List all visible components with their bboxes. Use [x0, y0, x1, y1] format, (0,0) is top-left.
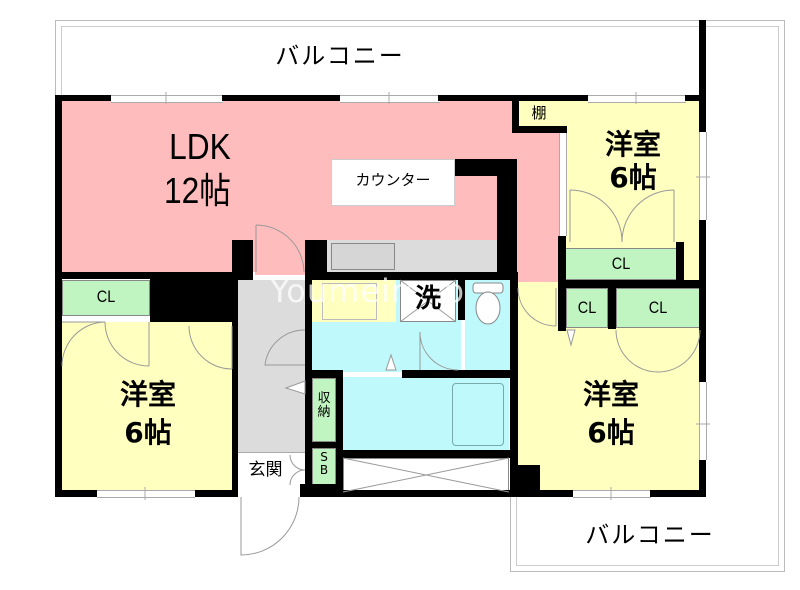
wall [685, 95, 705, 101]
wall [311, 370, 341, 378]
western-bottom-right-name: 洋室 [582, 378, 639, 411]
counter-box [331, 159, 455, 206]
watermark: Youmeimap [270, 272, 465, 310]
wall [558, 280, 705, 288]
entrance-label: 玄関 [248, 460, 283, 480]
ldk-name: LDK [169, 126, 231, 167]
closet-left [62, 280, 150, 316]
window-top-3 [588, 95, 686, 103]
wall-shelf-bottom [512, 126, 567, 133]
closet-bottom-right-a-label: CL [577, 298, 597, 317]
wall [305, 442, 336, 448]
bathroom [343, 377, 509, 452]
western-top-right-size: 6帖 [609, 161, 657, 194]
wall [402, 370, 517, 378]
wall [608, 285, 616, 329]
ldk-door-area [255, 240, 305, 275]
laundry-label: 洗 [414, 284, 441, 314]
shelf-label: 棚 [531, 104, 547, 122]
wall [195, 490, 238, 497]
wall [336, 370, 343, 495]
wall-corner-block [510, 465, 540, 495]
window-right-2 [699, 382, 707, 460]
sink [331, 243, 395, 270]
balcony-bottom-label: バルコニー [585, 521, 715, 549]
closet-bottom-right-b-label: CL [648, 298, 668, 317]
western-left-name: 洋室 [119, 378, 176, 411]
wall-shelf [512, 100, 519, 132]
wall [699, 220, 706, 382]
wall [300, 484, 340, 496]
washroom-vanity [322, 283, 377, 320]
wall [232, 322, 238, 497]
wall [300, 490, 673, 497]
storage-label: 収 納 [317, 391, 331, 420]
closet-top-right [565, 248, 677, 280]
balcony-top-label: バルコニー [275, 42, 405, 70]
shoe-box-label: S B [319, 450, 329, 477]
wall [305, 240, 327, 275]
washroom-mat [311, 280, 396, 322]
wall-left-outer [55, 95, 62, 497]
ldk-size: 12帖 [164, 170, 231, 211]
ldk-corner [512, 130, 560, 282]
bathtub [452, 383, 504, 446]
window-top-1 [111, 95, 223, 103]
closet-left-label: CL [96, 287, 116, 306]
counter-label: カウンター [355, 171, 431, 189]
window-right-1 [699, 132, 707, 220]
wall [699, 460, 706, 497]
wall [232, 240, 253, 280]
wall [676, 242, 684, 284]
wall [458, 280, 465, 320]
window-top-2 [340, 95, 440, 103]
window-bottom-right [573, 490, 651, 498]
wall [222, 95, 340, 101]
balcony-bottom-inner [516, 495, 779, 566]
storage-closet [312, 378, 336, 442]
wall-closet-block [150, 272, 238, 322]
hallway [238, 280, 306, 452]
wall [510, 272, 518, 495]
wall [55, 95, 111, 101]
entrance-floor [238, 452, 306, 492]
wall [438, 95, 588, 101]
wall [336, 450, 516, 458]
wall-right-outer [699, 20, 706, 132]
shelf-area [517, 100, 562, 128]
window-inner [559, 133, 567, 236]
closet-top-right-label: CL [611, 254, 631, 273]
western-bottom-right-size: 6帖 [587, 416, 635, 449]
window-bottom-left [97, 490, 195, 498]
western-top-right-name: 洋室 [604, 128, 661, 161]
closet-bottom-right-b [616, 288, 700, 328]
western-room-left [62, 322, 232, 492]
balcony-bottom-outline [510, 495, 785, 572]
western-left-size: 6帖 [124, 416, 172, 449]
shoe-box [312, 448, 336, 486]
wall [305, 272, 515, 280]
wall-counter-v [497, 159, 517, 280]
wall [55, 490, 97, 497]
wall [305, 275, 312, 495]
wall [650, 490, 706, 497]
closet-bottom-right-a [566, 288, 608, 328]
